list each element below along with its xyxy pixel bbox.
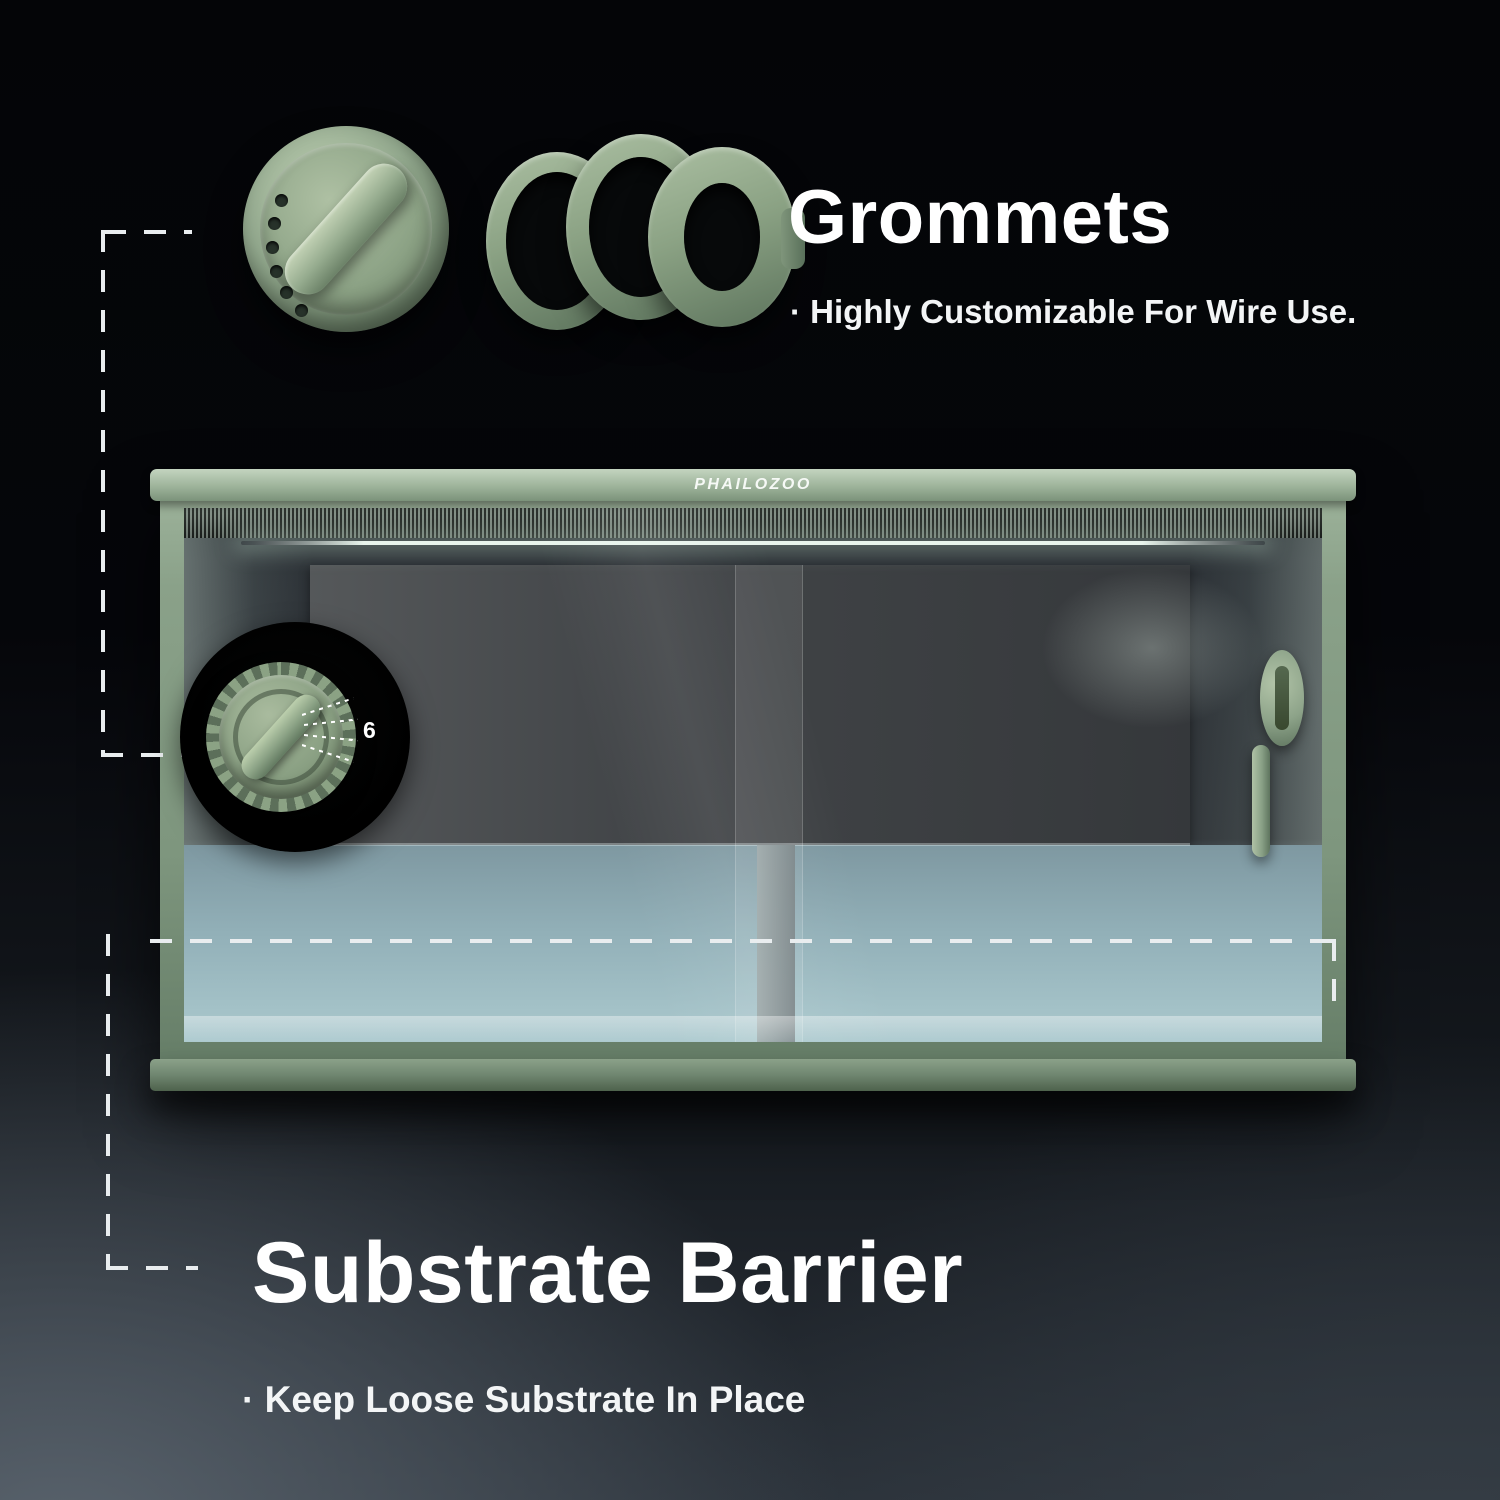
floor-front-edge (184, 1016, 1322, 1042)
substrate-title: Substrate Barrier (252, 1225, 964, 1321)
installed-grommet-right (1260, 650, 1304, 746)
grommets-title: Grommets (788, 175, 1173, 260)
back-panel (310, 565, 1190, 845)
grommet-cap-hole (684, 183, 760, 291)
vent-hole-icon (270, 265, 283, 278)
connector-substrate-left (106, 934, 110, 1270)
door-handle (1252, 745, 1270, 857)
lower-glass (184, 845, 1322, 1042)
substrate-bullet: · Keep Loose Substrate In Place (242, 1379, 806, 1420)
grommet-cap-flange (781, 208, 805, 270)
grommet-disc-icon (243, 126, 449, 332)
connector-substrate-top (150, 939, 1336, 943)
connector-grommet-bottom (101, 753, 191, 757)
terrarium-lid: PHAILOZOO (150, 469, 1356, 501)
vent-hole-icon (295, 304, 308, 317)
vent-hole-icon (280, 286, 293, 299)
connector-substrate-bottom (106, 1266, 198, 1270)
grommet-zoom-inset: 6 (180, 622, 410, 852)
brand-logo: PHAILOZOO (694, 476, 812, 493)
connector-grommet-vertical (101, 230, 105, 757)
back-panel-bottom-edge (310, 843, 1190, 846)
terrarium-base (150, 1059, 1356, 1091)
mesh-screen-top (184, 508, 1322, 538)
connector-grommet-top (104, 230, 192, 234)
vent-hole-icon (266, 241, 279, 254)
interior-light (240, 541, 1266, 545)
light-glow (1042, 568, 1262, 728)
grommet-slot (1275, 666, 1289, 730)
grommet-cap-icon (648, 147, 805, 327)
center-post (757, 845, 795, 1042)
installed-grommet-icon (206, 662, 356, 812)
grommet-count-label: 6 (363, 717, 376, 743)
vent-hole-icon (268, 217, 281, 230)
vent-hole-icon (275, 194, 288, 207)
grommets-bullet: · Highly Customizable For Wire Use. (790, 293, 1357, 330)
connector-substrate-right (1332, 939, 1336, 1009)
